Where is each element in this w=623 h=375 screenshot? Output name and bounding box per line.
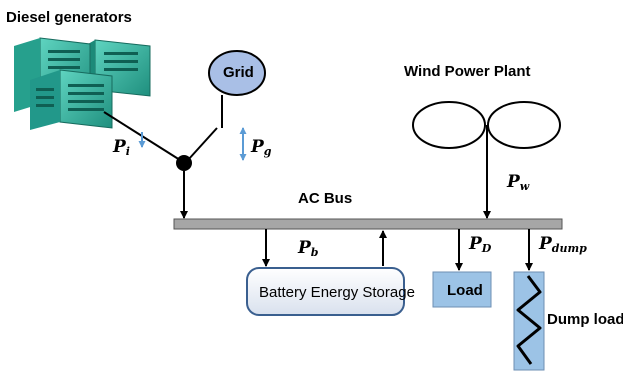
p-w-symbol: Pw [507,172,530,193]
dump-load-label: Dump load [547,311,623,328]
ac-bus-bar [173,218,563,230]
p-d-symbol: PD [469,234,492,255]
battery-energy-storage-label: Battery Energy Storage [259,284,415,301]
grid-node [208,50,266,96]
wind-power-plant-label: Wind Power Plant [404,63,531,80]
p-g-symbol: Pg [251,137,272,158]
diesel-generators-image [14,37,151,130]
battery-box [246,267,405,316]
dump-load-resistor [516,275,542,365]
p-i-symbol: Pi [113,137,130,158]
wind-rotor-right [487,101,561,149]
wind-rotor-left [412,101,486,149]
switch-node [176,155,192,171]
load-box [432,271,492,308]
p-dump-symbol: Pdump [539,234,587,255]
switch-blade [187,127,218,161]
diesel-generators-label: Diesel generators [6,9,132,26]
grid-label: Grid [223,64,254,81]
p-b-symbol: Pb [298,238,319,259]
ac-bus-label: AC Bus [298,190,353,207]
load-label: Load [447,282,483,299]
dump-load-box [513,271,545,371]
